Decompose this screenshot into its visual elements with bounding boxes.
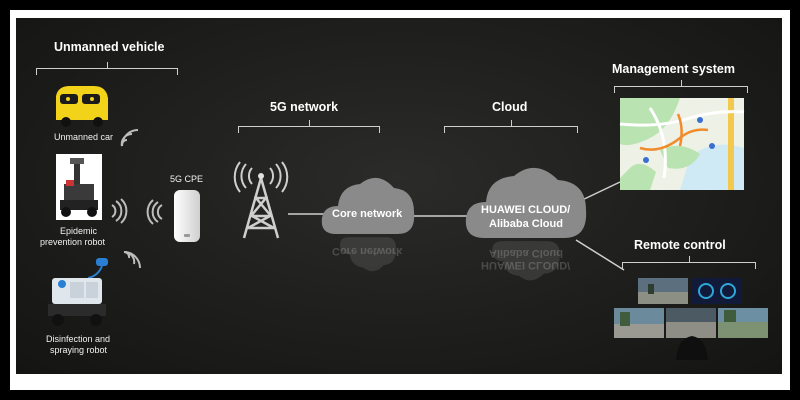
signal-wave-icon <box>146 199 163 225</box>
spraying-robot-icon <box>48 258 108 326</box>
cell-tower-icon <box>233 161 289 239</box>
spraying-robot-label-1: Disinfection and <box>46 334 111 344</box>
cloud-bracket <box>444 120 578 133</box>
cloud-reflection <box>492 241 560 281</box>
management-bracket <box>614 80 748 93</box>
signal-wave-icon <box>123 250 141 269</box>
epidemic-robot-label-2: prevention robot <box>40 237 106 247</box>
connector-line <box>288 181 625 271</box>
cloud-label-line2: Alibaba Cloud <box>489 218 563 230</box>
cloud-icon <box>465 167 587 238</box>
remote-bracket <box>622 256 756 269</box>
cpe-label: 5G CPE <box>170 174 204 184</box>
cloud-icon <box>321 177 415 234</box>
vehicle-section-title: Unmanned vehicle <box>54 40 165 54</box>
core-network-reflection-text: Core network <box>332 245 403 257</box>
map-thumbnail <box>619 98 745 190</box>
cloud-label-line1: HUAWEI CLOUD/ <box>481 204 571 216</box>
network-bracket <box>238 120 380 133</box>
core-network-label: Core network <box>332 208 403 220</box>
signal-wave-icon <box>120 129 139 147</box>
video-wall-icon <box>614 278 768 360</box>
cloud-reflection-text-2: Alibaba Cloud <box>489 247 563 259</box>
spraying-robot-label-2: spraying robot <box>50 345 108 355</box>
unmanned-car-label: Unmanned car <box>54 132 114 142</box>
epidemic-robot-icon <box>56 154 102 220</box>
cloud-section-title: Cloud <box>492 100 528 114</box>
network-section-title: 5G network <box>270 100 339 114</box>
signal-wave-icon <box>111 198 128 224</box>
diagram-panel: Unmanned vehicle Unmanned car Epidemic p… <box>16 18 782 374</box>
cloud-reflection-text-1: HUAWEI CLOUD/ <box>481 259 571 271</box>
management-section-title: Management system <box>612 62 735 76</box>
vehicle-bracket <box>36 62 178 75</box>
router-icon <box>174 190 200 242</box>
remote-section-title: Remote control <box>634 238 726 252</box>
cloud-reflection <box>339 237 396 272</box>
epidemic-robot-label-1: Epidemic <box>60 226 98 236</box>
unmanned-car-icon <box>56 86 108 127</box>
